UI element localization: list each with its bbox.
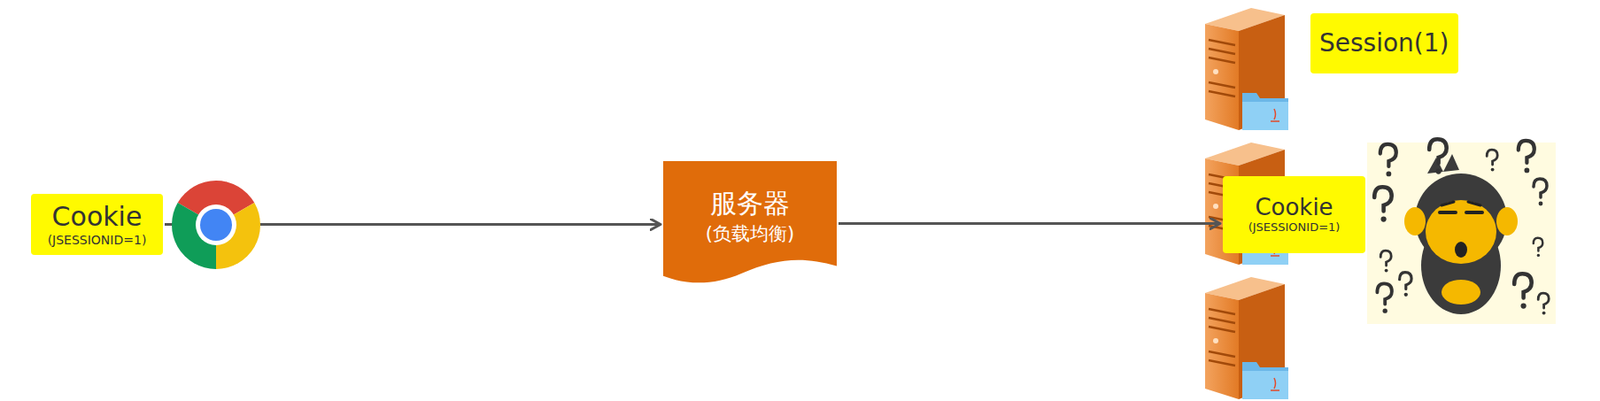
- node-title: Session(1): [1319, 29, 1450, 58]
- node-subtitle: (JSESSIONID=1): [1248, 221, 1341, 235]
- session-box: Session(1): [1310, 13, 1459, 74]
- cookie-box: Cookie(JSESSIONID=1): [30, 193, 163, 256]
- cookie-box: Cookie(JSESSIONID=1): [1222, 176, 1366, 254]
- server-box: 服务器 (负载均衡): [663, 161, 837, 286]
- node-subtitle: (负载均衡): [705, 223, 795, 245]
- arrow-connector: [164, 223, 660, 226]
- node-subtitle: (JSESSIONID=1): [47, 232, 147, 248]
- node-title: Cookie: [1254, 194, 1333, 222]
- node-title: Cookie: [52, 201, 143, 233]
- arrow-connector: [838, 222, 1220, 225]
- node-title: 服务器: [710, 188, 790, 220]
